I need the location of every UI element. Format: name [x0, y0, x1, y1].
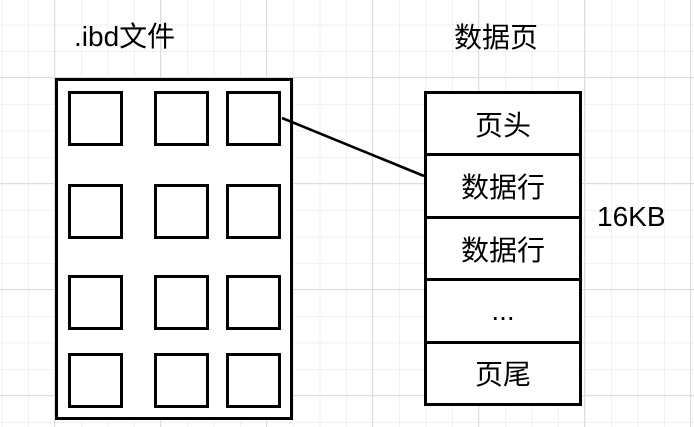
size-label-16kb: 16KB: [597, 201, 666, 232]
connector-line: [281, 116, 425, 178]
page-square: [226, 353, 281, 408]
data-page-box: 页头数据行数据行...页尾: [424, 91, 582, 406]
page-square: [154, 91, 209, 146]
page-square: [154, 184, 209, 239]
page-square: [68, 184, 123, 239]
page-square: [154, 353, 209, 408]
ibd-file-box: [55, 78, 293, 420]
data-page-row: 页尾: [427, 340, 579, 403]
page-square: [226, 275, 281, 330]
data-page-title: 数据页: [454, 22, 539, 53]
page-square: [68, 353, 123, 408]
page-square: [154, 275, 209, 330]
page-square: [226, 91, 281, 146]
data-page-row: 页头: [474, 109, 531, 141]
ibd-file-title: .ibd文件: [74, 21, 176, 52]
page-square: [68, 91, 123, 146]
page-square: [226, 184, 281, 239]
data-page-row: 数据行: [427, 215, 579, 278]
page-square: [68, 275, 123, 330]
data-page-row: ...: [427, 278, 579, 340]
data-page-row: 数据行: [427, 153, 579, 215]
